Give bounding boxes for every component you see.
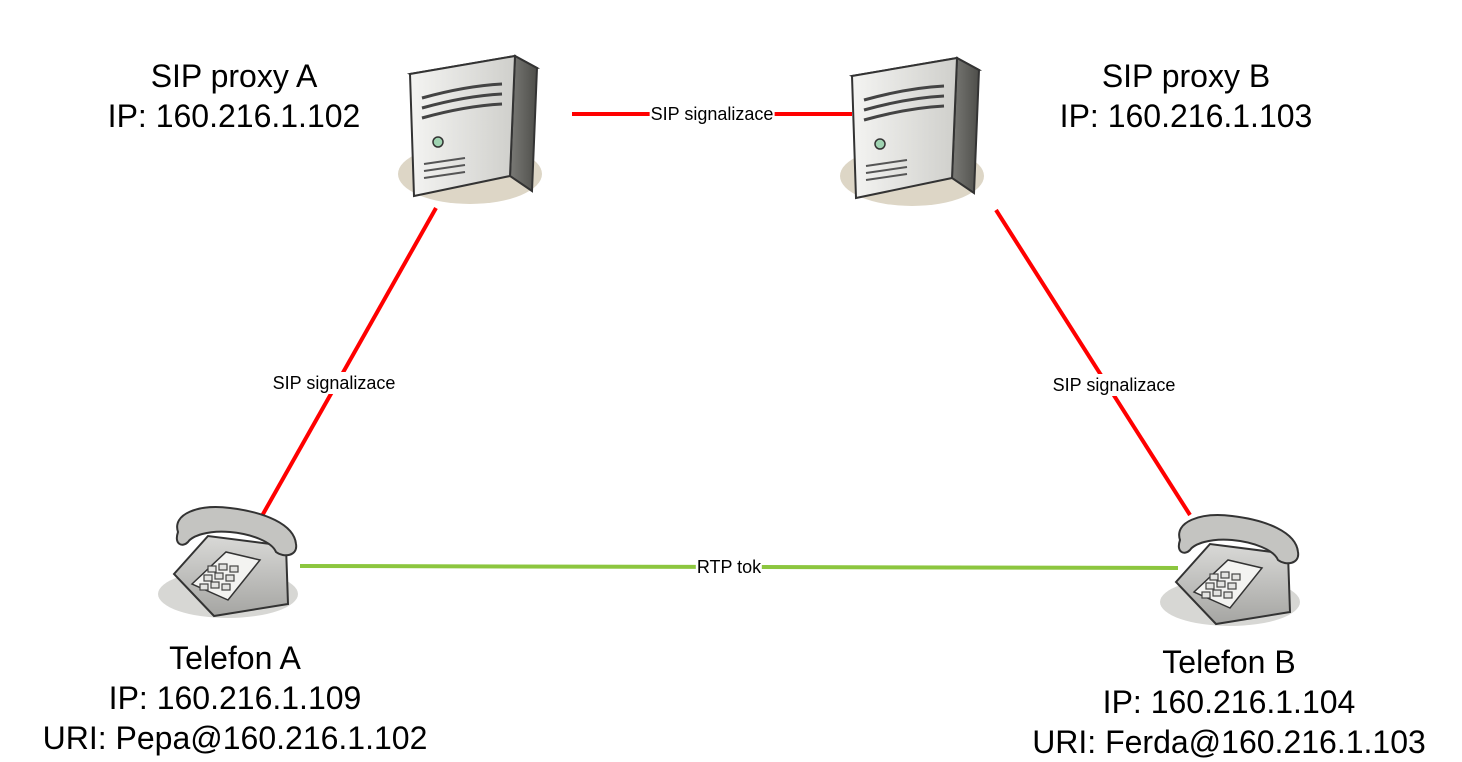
server-icon [838, 56, 986, 208]
node-name: SIP proxy A [150, 58, 318, 94]
node-ip: IP: 160.216.1.109 [108, 680, 362, 716]
server-icon [396, 54, 544, 206]
node-name: Telefon A [169, 640, 301, 676]
edge-label-rtp: RTP tok [695, 556, 763, 578]
node-label-proxy-a: SIP proxy A IP: 160.216.1.102 [84, 56, 384, 136]
node-uri: URI: Ferda@160.216.1.103 [1032, 724, 1426, 760]
edge-proxy-a-phone-a [252, 207, 438, 531]
node-ip: IP: 160.216.1.102 [107, 98, 361, 134]
node-name: SIP proxy B [1101, 58, 1271, 94]
node-uri: URI: Pepa@160.216.1.102 [42, 720, 428, 756]
edge-label-proxy-a-phone: SIP signalizace [271, 372, 397, 394]
edge-proxy-b-phone-b [994, 208, 1192, 517]
node-ip: IP: 160.216.1.103 [1059, 98, 1313, 134]
edge-label-proxy-b-phone: SIP signalizace [1051, 374, 1177, 396]
node-label-phone-a: Telefon A IP: 160.216.1.109 URI: Pepa@16… [0, 638, 470, 758]
telephone-icon [1159, 514, 1301, 627]
node-ip: IP: 160.216.1.104 [1102, 684, 1356, 720]
telephone-icon [157, 506, 299, 619]
node-name: Telefon B [1162, 644, 1296, 680]
node-label-phone-b: Telefon B IP: 160.216.1.104 URI: Ferda@1… [996, 642, 1462, 762]
edge-label-proxy-link: SIP signalizace [649, 103, 775, 125]
node-label-proxy-b: SIP proxy B IP: 160.216.1.103 [1036, 56, 1336, 136]
